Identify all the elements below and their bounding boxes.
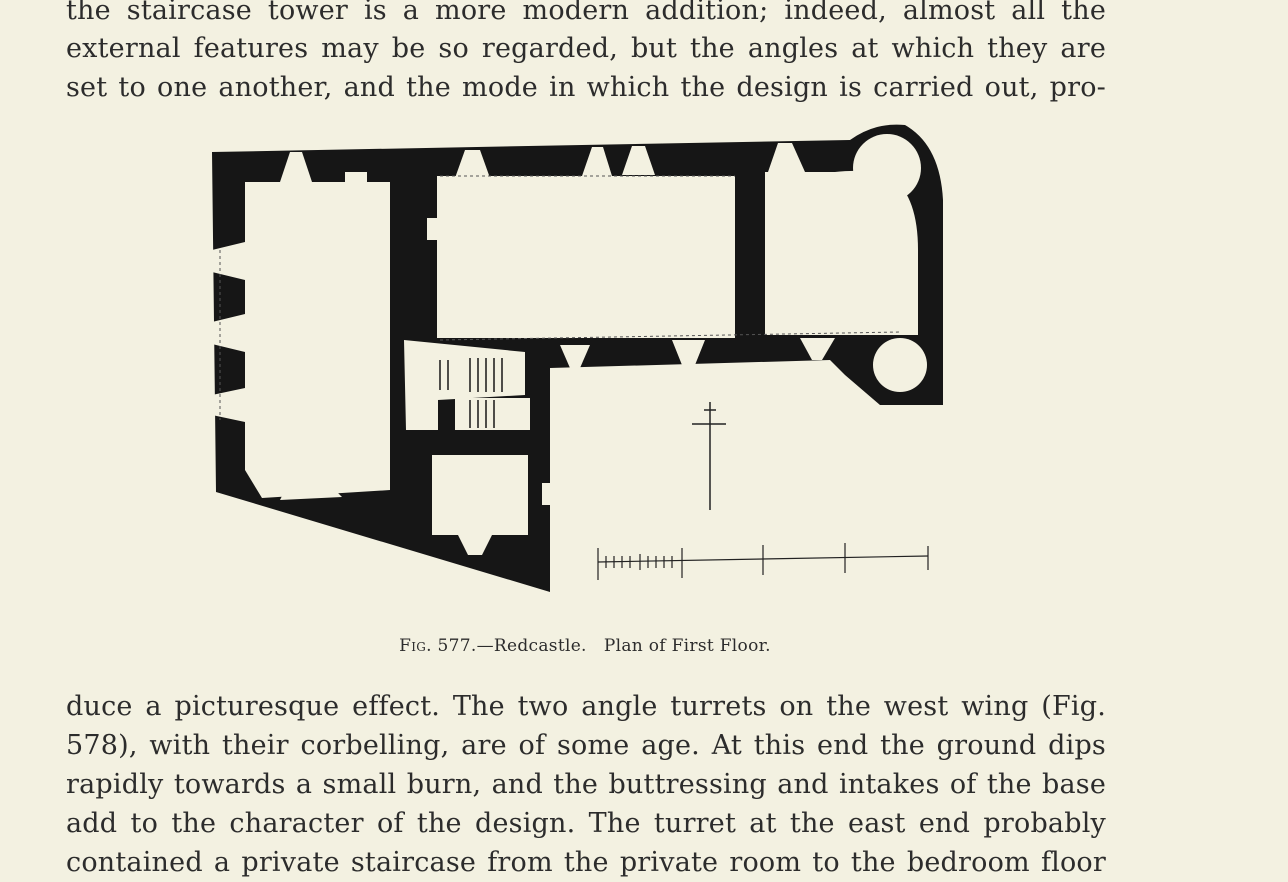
plan-room-east	[765, 170, 918, 335]
text-line: 578), with their corbelling, are of some…	[66, 730, 1106, 761]
figure-caption: Fig. 577.—Redcastle. Plan of First Floor…	[0, 636, 1170, 656]
text-line: duce a picturesque effect. The two angle…	[66, 691, 1106, 722]
plan-stair-treads	[439, 358, 503, 428]
text-line: the staircase tower is a more modern add…	[66, 0, 1106, 26]
text-line: contained a private staircase from the p…	[66, 847, 1106, 878]
text-line: rapidly towards a small burn, and the bu…	[66, 769, 1106, 800]
text-line: external features may be so regarded, bu…	[66, 33, 1106, 64]
figure-label: Fig. 577.	[399, 636, 477, 656]
plan-dashes	[219, 175, 901, 420]
scale-bar	[597, 543, 929, 580]
plan-stair-passage	[455, 398, 530, 430]
plan-turret-se	[873, 338, 927, 392]
plan-small-room	[432, 455, 528, 535]
plan-room-west-wing	[245, 182, 390, 498]
figure-subtitle: Plan of First Floor.	[603, 636, 771, 656]
plan-turret-ne	[853, 134, 921, 202]
text-line: add to the character of the design. The …	[66, 808, 1106, 839]
figure-title: —Redcastle.	[476, 636, 587, 656]
text-line: set to one another, and the mode in whic…	[66, 72, 1106, 103]
north-arrow	[692, 402, 726, 510]
plan-room-hall	[437, 176, 735, 338]
